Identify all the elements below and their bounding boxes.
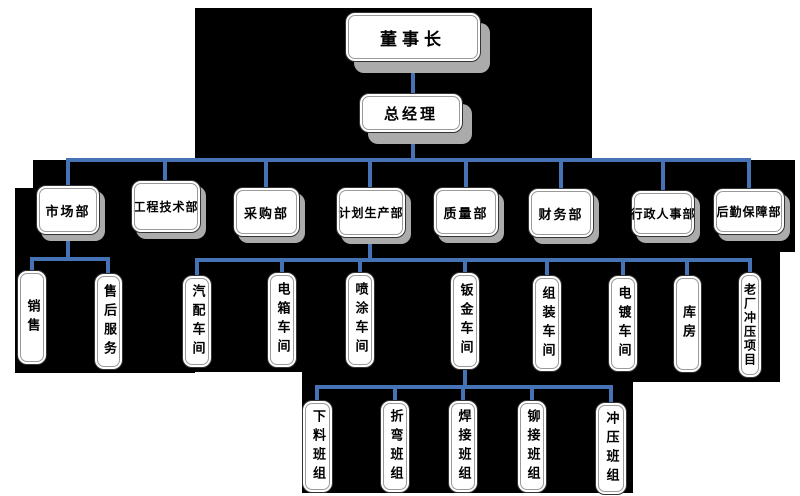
- node-label: 组装车间: [539, 285, 555, 362]
- node-label: 汽配车间: [189, 283, 205, 360]
- connector-drop-plating: [621, 258, 625, 275]
- node-label: 计划生产部: [338, 206, 404, 220]
- connector-drop-stamping-team: [609, 385, 613, 402]
- node-label: 折弯班组: [387, 408, 403, 485]
- org-node-plating-workshop: 电镀车间: [608, 275, 638, 372]
- node-label: 库房: [680, 305, 695, 343]
- org-node-aftersales-service: 售后服务: [94, 273, 123, 370]
- connector-drop-spray: [358, 258, 362, 272]
- org-node-chairman: 董事长: [345, 12, 481, 62]
- connector-drop-autoparts: [195, 258, 199, 275]
- org-node-oldplant-stamping-project: 老厂冲压项目: [738, 272, 762, 378]
- org-node-engineering-dept: 工程技术部: [131, 180, 201, 233]
- node-label: 工程技术部: [133, 200, 199, 214]
- connector-drop-hr: [661, 158, 665, 190]
- org-node-assembly-workshop: 组装车间: [532, 275, 562, 372]
- connector-drop-production: [368, 158, 372, 187]
- node-label: 冲压班组: [603, 410, 619, 487]
- org-node-hr-dept: 行政人事部: [631, 190, 695, 237]
- connector-drop-riveting-team: [530, 385, 534, 400]
- connector-marketing-down: [66, 235, 70, 261]
- connector-bus-level4: [195, 258, 752, 262]
- node-label: 行政人事部: [630, 207, 696, 221]
- connector-production-down: [368, 238, 372, 262]
- connector-drop-oldplant: [748, 258, 752, 272]
- node-label: 售后服务: [101, 283, 116, 360]
- node-label: 下料班组: [310, 408, 325, 485]
- connector-bus-marketing: [30, 257, 110, 261]
- node-label: 总经理: [383, 104, 438, 123]
- org-node-autoparts-workshop: 汽配车间: [182, 275, 212, 368]
- node-label: 市场部: [45, 204, 91, 220]
- node-label: 采购部: [243, 206, 289, 222]
- connector-drop-engineering: [163, 158, 167, 180]
- org-node-purchasing-dept: 采购部: [233, 187, 300, 237]
- connector-drop-finance: [559, 158, 563, 188]
- org-node-cutting-team: 下料班组: [302, 400, 333, 493]
- org-node-quality-dept: 质量部: [433, 187, 499, 237]
- connector-drop-marketing: [66, 158, 70, 185]
- org-node-sales: 销售: [17, 270, 47, 365]
- org-node-finance-dept: 财务部: [528, 188, 594, 238]
- node-label: 老厂冲压项目: [742, 283, 757, 367]
- connector-drop-electricbox: [280, 258, 284, 272]
- node-label: 质量部: [443, 206, 489, 222]
- node-label: 喷涂车间: [352, 282, 368, 358]
- connector-drop-quality: [464, 158, 468, 187]
- connector-chairman-gm: [411, 62, 415, 93]
- org-node-riveting-team: 铆接班组: [517, 400, 547, 493]
- connector-drop-assembly: [545, 258, 549, 275]
- org-node-electricbox-workshop: 电箱车间: [267, 272, 297, 368]
- connector-drop-aftersales: [106, 257, 110, 273]
- connector-sheetmetal-down: [463, 370, 467, 387]
- org-node-spray-workshop: 喷涂车间: [345, 272, 375, 368]
- org-node-warehouse: 库房: [673, 275, 702, 373]
- org-node-general-manager: 总经理: [359, 93, 463, 133]
- node-label: 后勤保障部: [716, 205, 782, 219]
- org-node-sheetmetal-workshop: 钣金车间: [450, 272, 480, 370]
- node-label: 铆接班组: [524, 408, 540, 485]
- org-node-production-dept: 计划生产部: [336, 187, 406, 238]
- org-node-welding-team: 焊接班组: [448, 400, 478, 493]
- node-label: 电镀车间: [615, 285, 631, 362]
- org-node-bending-team: 折弯班组: [380, 400, 410, 493]
- connector-drop-bending-team: [393, 385, 397, 400]
- connector-drop-purchasing: [264, 158, 268, 187]
- connector-drop-welding-team: [461, 385, 465, 400]
- connector-drop-logistics: [747, 158, 751, 188]
- org-node-stamping-team: 冲压班组: [595, 402, 627, 495]
- connector-gm-bus: [411, 133, 415, 162]
- connector-drop-sheetmetal: [463, 258, 467, 272]
- org-node-logistics-dept: 后勤保障部: [713, 188, 785, 235]
- org-node-marketing-dept: 市场部: [36, 185, 100, 235]
- node-label: 董事长: [380, 29, 446, 50]
- connector-bus-level3: [66, 158, 751, 162]
- connector-drop-warehouse: [685, 258, 689, 275]
- connector-drop-sales: [30, 257, 34, 270]
- node-label: 钣金车间: [457, 283, 473, 359]
- node-label: 焊接班组: [455, 408, 471, 485]
- node-label: 销售: [24, 298, 40, 337]
- connector-drop-cutting-team: [315, 385, 319, 400]
- node-label: 电箱车间: [274, 282, 290, 358]
- node-label: 财务部: [538, 207, 584, 223]
